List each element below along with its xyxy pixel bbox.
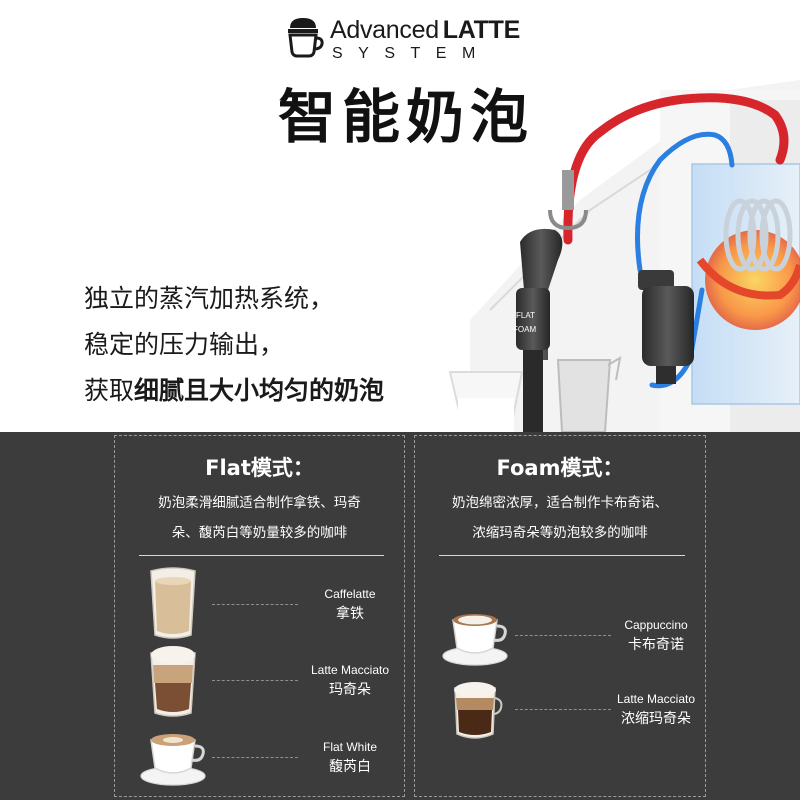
divider bbox=[439, 555, 685, 556]
modes-section: Flat模式： 奶泡柔滑细腻适合制作拿铁、玛奇 朵、馥芮白等奶量较多的咖啡 Ca… bbox=[0, 432, 800, 800]
page-title: 智能奶泡 bbox=[278, 83, 535, 151]
flat-mode-title: Flat模式： bbox=[205, 456, 314, 480]
coffee-cup-icon bbox=[288, 18, 324, 58]
drink-item-espresso-macchiato: Latte Macciato 浓缩玛奇朵 bbox=[415, 670, 705, 750]
feature-list: 独立的蒸汽加热系统， 稳定的压力输出， 获取细腻且大小均匀的奶泡 bbox=[84, 276, 384, 414]
drink-item-caffelatte: Caffelatte 拿铁 bbox=[115, 565, 404, 645]
cappuccino-cup-icon bbox=[442, 614, 508, 666]
logo-subtitle: SYSTEM bbox=[332, 45, 491, 62]
svg-text:FLAT: FLAT bbox=[516, 311, 535, 320]
milk-frother-illustration: FLAT FOAM bbox=[448, 80, 800, 432]
flat-mode-description: 奶泡柔滑细腻适合制作拿铁、玛奇 朵、馥芮白等奶量较多的咖啡 bbox=[158, 495, 361, 541]
svg-text:FOAM: FOAM bbox=[513, 325, 536, 334]
flat-mode-panel: Flat模式： 奶泡柔滑细腻适合制作拿铁、玛奇 朵、馥芮白等奶量较多的咖啡 Ca… bbox=[114, 435, 405, 797]
divider bbox=[139, 555, 384, 556]
drink-item-flat-white: Flat White 馥芮白 bbox=[115, 718, 404, 798]
foam-mode-description: 奶泡绵密浓厚，适合制作卡布奇诺、 浓缩玛奇朵等奶泡较多的咖啡 bbox=[452, 495, 668, 541]
feature-line-3: 获取细腻且大小均匀的奶泡 bbox=[84, 376, 385, 405]
feature-line-1: 独立的蒸汽加热系统， bbox=[84, 284, 335, 313]
espresso-macchiato-glass-icon bbox=[454, 682, 503, 739]
drink-item-latte-macciato: Latte Macciato 玛奇朵 bbox=[115, 641, 404, 721]
flat-white-cup-icon bbox=[140, 734, 206, 786]
macchiato-glass-icon bbox=[150, 646, 196, 717]
drink-item-cappuccino: Cappuccino 卡布奇诺 bbox=[415, 596, 705, 676]
foam-mode-panel: Foam模式： 奶泡绵密浓厚，适合制作卡布奇诺、 浓缩玛奇朵等奶泡较多的咖啡 C… bbox=[414, 435, 706, 797]
foam-mode-title: Foam模式： bbox=[496, 456, 624, 480]
feature-line-2: 稳定的压力输出， bbox=[84, 330, 285, 359]
latte-glass-icon bbox=[150, 567, 196, 639]
